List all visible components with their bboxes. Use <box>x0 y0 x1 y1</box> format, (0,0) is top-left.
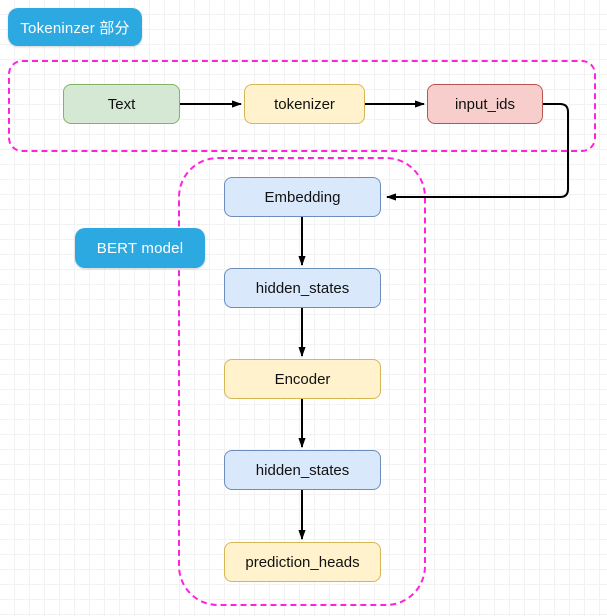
node-hidden-states-1[interactable]: hidden_states <box>224 268 381 308</box>
bert-group-region <box>178 157 426 606</box>
tokenizer-group-region <box>8 60 596 152</box>
node-embedding[interactable]: Embedding <box>224 177 381 217</box>
node-hidden-states-2[interactable]: hidden_states <box>224 450 381 490</box>
node-input-ids[interactable]: input_ids <box>427 84 543 124</box>
node-prediction-heads[interactable]: prediction_heads <box>224 542 381 582</box>
node-encoder[interactable]: Encoder <box>224 359 381 399</box>
node-tokenizer[interactable]: tokenizer <box>244 84 365 124</box>
bert-group-label[interactable]: BERT model <box>75 228 205 268</box>
tokenizer-group-label[interactable]: Tokeninzer 部分 <box>8 8 142 46</box>
node-text[interactable]: Text <box>63 84 180 124</box>
